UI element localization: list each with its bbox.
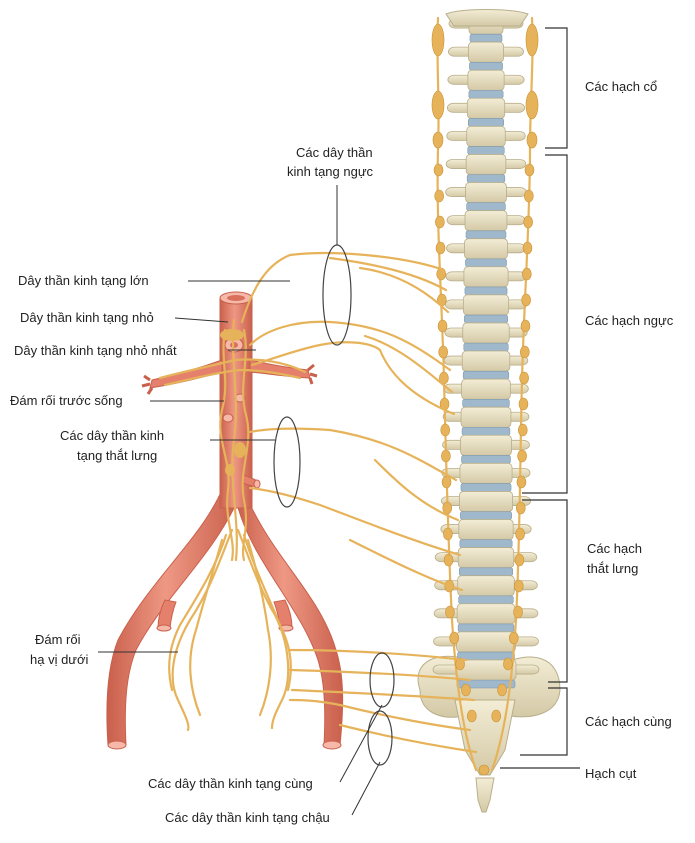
- splanchnic-nerves: [240, 252, 478, 754]
- lumbar-splanchnic-bundle: [273, 416, 301, 508]
- label-greater-splanchnic: Dây thần kinh tạng lớn: [18, 273, 149, 288]
- coccyx: [475, 777, 495, 813]
- vertebral-column: [417, 9, 561, 813]
- greater-splanchnic-nerve: [240, 252, 446, 324]
- label-thoracic-splanchnic-1: Các dây thần: [296, 145, 373, 160]
- least-splanchnic-nerve: [250, 341, 456, 416]
- label-inferior-hypogastric-2: hạ vị dưới: [30, 652, 89, 667]
- label-leaders: [98, 185, 383, 816]
- label-lumbar-splanchnic-2: tạng thắt lưng: [77, 448, 157, 463]
- label-prevertebral-plexus: Đám rối trước sống: [10, 393, 123, 408]
- right-labels: Các hạch cổ Các hạch ngực Các hạch thắt …: [585, 79, 674, 781]
- label-sacral-splanchnic: Các dây thần kinh tạng cùng: [148, 776, 313, 791]
- top-labels: Các dây thần kinh tạng ngực: [287, 145, 374, 179]
- label-least-splanchnic: Dây thần kinh tạng nhỏ nhất: [14, 343, 177, 358]
- ganglia-brackets: [500, 27, 580, 769]
- left-labels: Dây thần kinh tạng lớn Dây thần kinh tạn…: [10, 273, 177, 667]
- label-lumbar-ganglia-1: Các hạch: [587, 541, 642, 556]
- label-thoracic-ganglia: Các hạch ngực: [585, 313, 674, 328]
- label-sacral-ganglia: Các hạch cùng: [585, 714, 672, 729]
- aorta: [106, 291, 344, 750]
- pelvic-splanchnic-nerve: [288, 698, 472, 732]
- label-coccygeal-ganglion: Hạch cụt: [585, 766, 637, 781]
- label-lesser-splanchnic: Dây thần kinh tạng nhỏ: [20, 310, 154, 325]
- label-lumbar-ganglia-2: thắt lưng: [587, 561, 638, 576]
- pelvic-splanchnic-bundle: [367, 710, 393, 766]
- label-lumbar-splanchnic-1: Các dây thần kinh: [60, 428, 164, 443]
- label-thoracic-splanchnic-2: kinh tạng ngực: [287, 164, 374, 179]
- sympathetic-ganglia: [431, 23, 539, 776]
- label-inferior-hypogastric-1: Đám rối: [35, 632, 81, 647]
- prevertebral-plexus: [158, 318, 307, 732]
- lesser-splanchnic-nerve: [248, 320, 452, 372]
- nerve-bundle-markers: [273, 244, 395, 766]
- label-cervical-ganglia: Các hạch cổ: [585, 79, 657, 94]
- sacral-splanchnic-bundle: [369, 652, 395, 708]
- lumbar-splanchnic-nerve: [248, 427, 458, 482]
- sacral-splanchnic-nerve: [288, 648, 468, 662]
- bottom-labels: Các dây thần kinh tạng cùng Các dây thần…: [148, 776, 330, 825]
- label-pelvic-splanchnic: Các dây thần kinh tạng chậu: [165, 810, 330, 825]
